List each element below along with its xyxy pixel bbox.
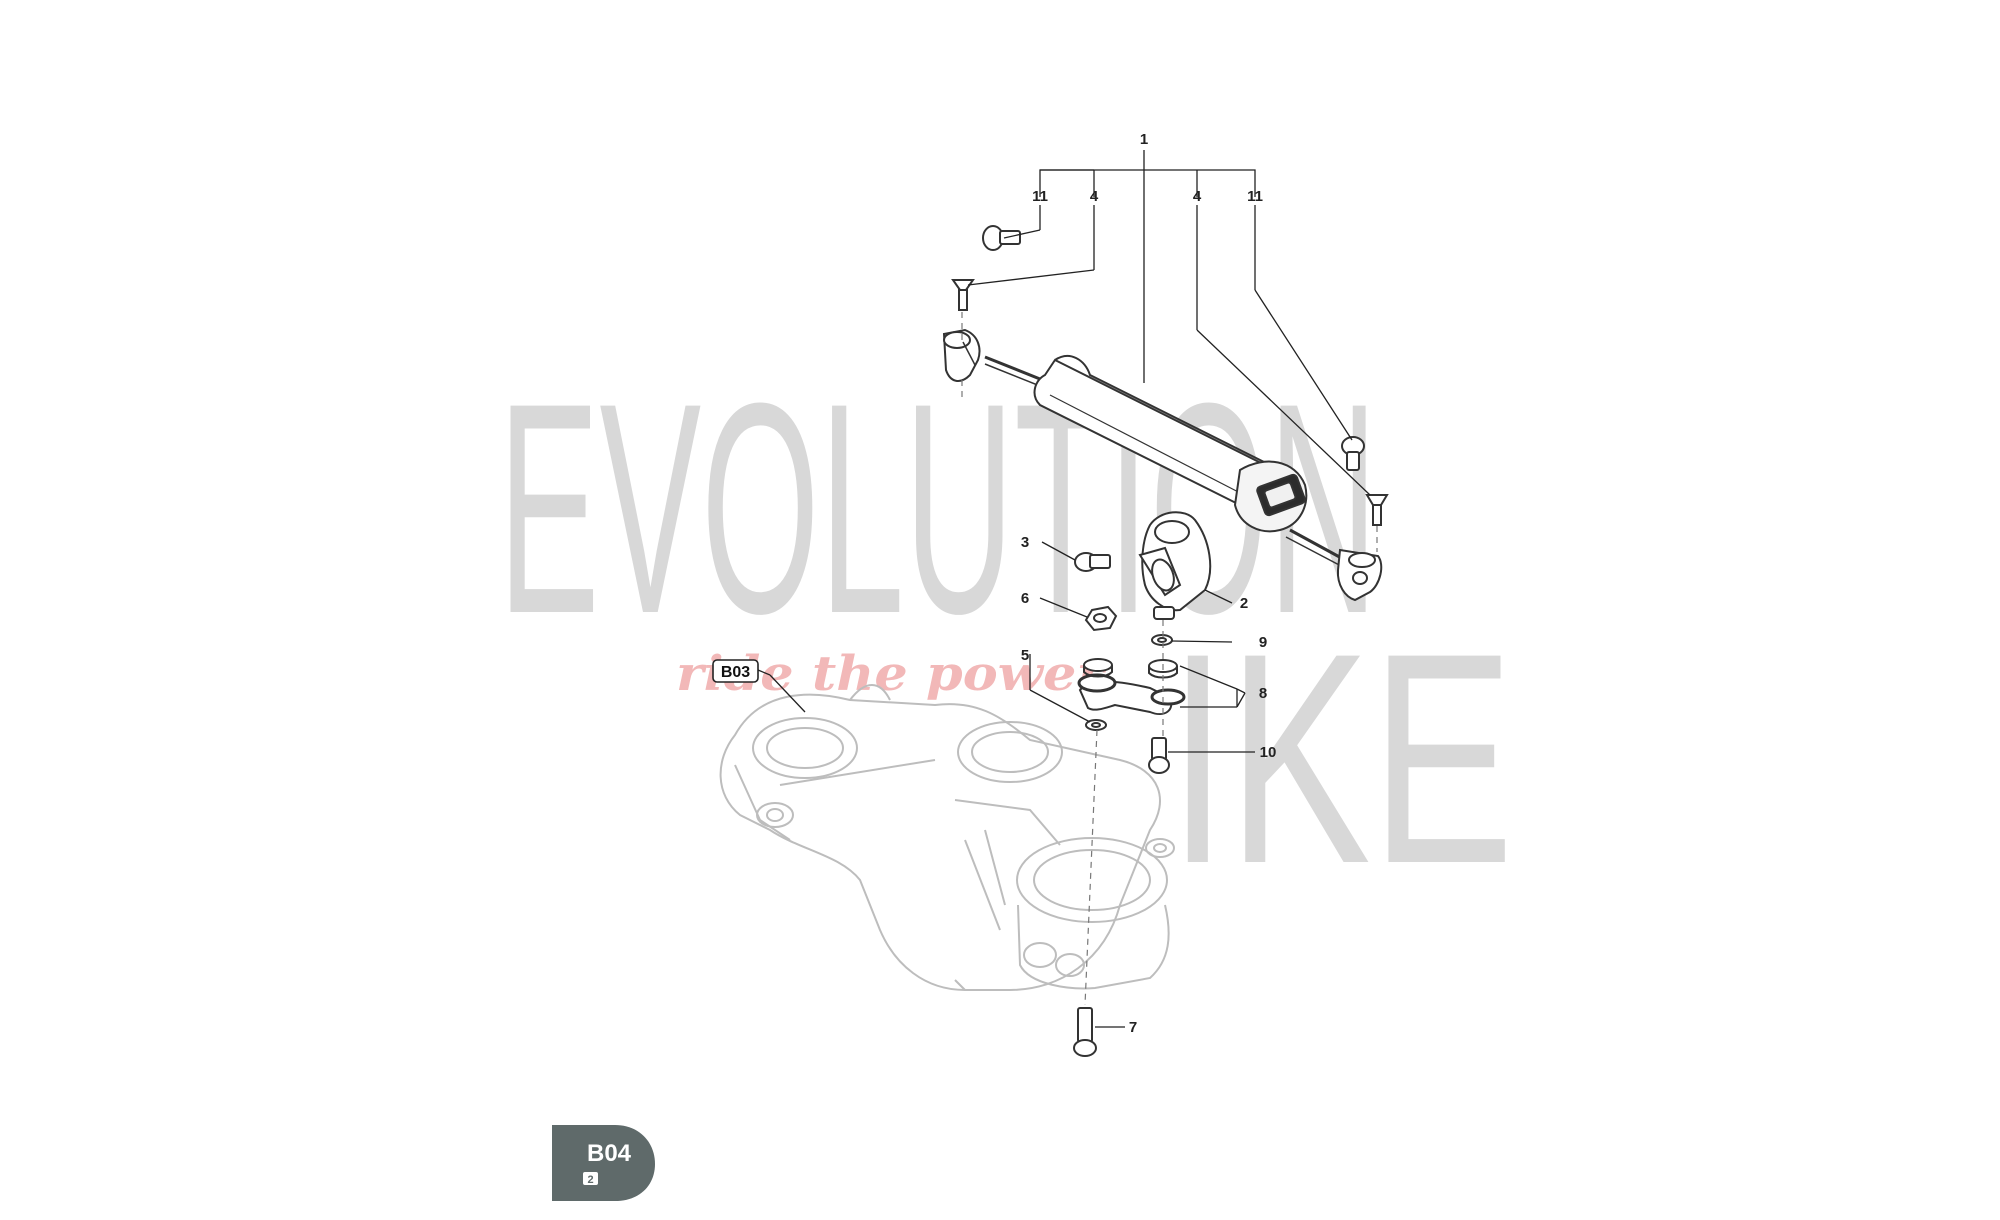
callout-8: 8 [1259,685,1267,702]
callout-5: 5 [1021,647,1029,664]
watermark: EVOLUTION IKE ride the power [498,340,1514,926]
watermark-bottom-line: IKE [1168,590,1514,926]
callout-7: 7 [1129,1019,1137,1036]
screws-drawing [951,225,1389,1057]
watermark-top-line: EVOLUTION [498,340,1378,676]
page-badge: B04 2 [552,1125,655,1201]
callout-numbers: 1 11 4 4 11 3 2 6 9 5 8 10 7 [1021,131,1277,1036]
callout-6: 6 [1021,590,1029,607]
callout-11-left: 11 [1032,188,1048,205]
callout-10: 10 [1260,744,1277,761]
callout-9: 9 [1259,634,1267,651]
page-badge-sheet: 2 [587,1174,593,1186]
callout-2: 2 [1240,595,1248,612]
leader-lines [757,150,1371,1028]
reference-box-label: B03 [721,664,750,681]
page-badge-code: B04 [587,1140,632,1167]
callout-1: 1 [1140,131,1148,148]
reference-box: B03 [712,659,759,683]
callout-4-right: 4 [1193,188,1202,205]
steering-damper-drawing [942,328,1383,602]
assembly-axes [961,312,1378,1006]
triple-clamp-drawing [719,684,1175,991]
callout-11-right: 11 [1247,188,1263,205]
callout-4-left: 4 [1090,188,1099,205]
callout-3: 3 [1021,534,1029,551]
